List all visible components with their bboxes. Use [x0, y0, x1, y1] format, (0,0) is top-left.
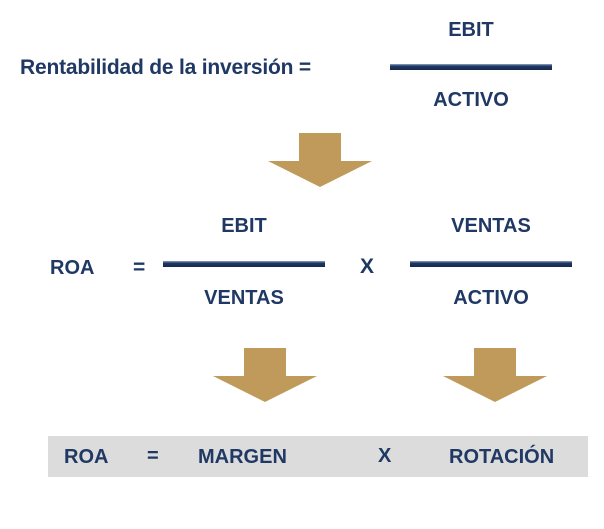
result-band	[48, 436, 588, 477]
row2-right-fraction-denominator: ACTIVO	[453, 287, 529, 309]
down-arrow-icon	[268, 133, 372, 187]
result-equals-sign: =	[147, 445, 159, 467]
row2-left-fraction-denominator: VENTAS	[204, 287, 284, 309]
row1-fraction-numerator: EBIT	[448, 19, 494, 41]
row2-equals-sign: =	[133, 256, 146, 279]
row1-fraction-bar	[390, 64, 552, 70]
result-rotation-label: ROTACIÓN	[449, 446, 555, 468]
result-multiply-sign: X	[378, 445, 392, 467]
result-margin-label: MARGEN	[198, 446, 287, 468]
result-roa-label: ROA	[64, 446, 109, 468]
row2-right-fraction-numerator: VENTAS	[451, 215, 531, 237]
row2-left-fraction-bar	[163, 261, 325, 267]
return-on-investment-label: Rentabilidad de la inversión =	[20, 56, 311, 79]
row1-fraction-denominator: ACTIVO	[433, 89, 509, 111]
down-arrow-icon	[443, 348, 547, 402]
down-arrow-icon	[213, 348, 317, 402]
row2-left-fraction-numerator: EBIT	[221, 215, 267, 237]
row2-right-fraction-bar	[410, 261, 572, 267]
row2-multiply-sign: X	[360, 255, 375, 278]
row2-roa-label: ROA	[50, 257, 95, 279]
